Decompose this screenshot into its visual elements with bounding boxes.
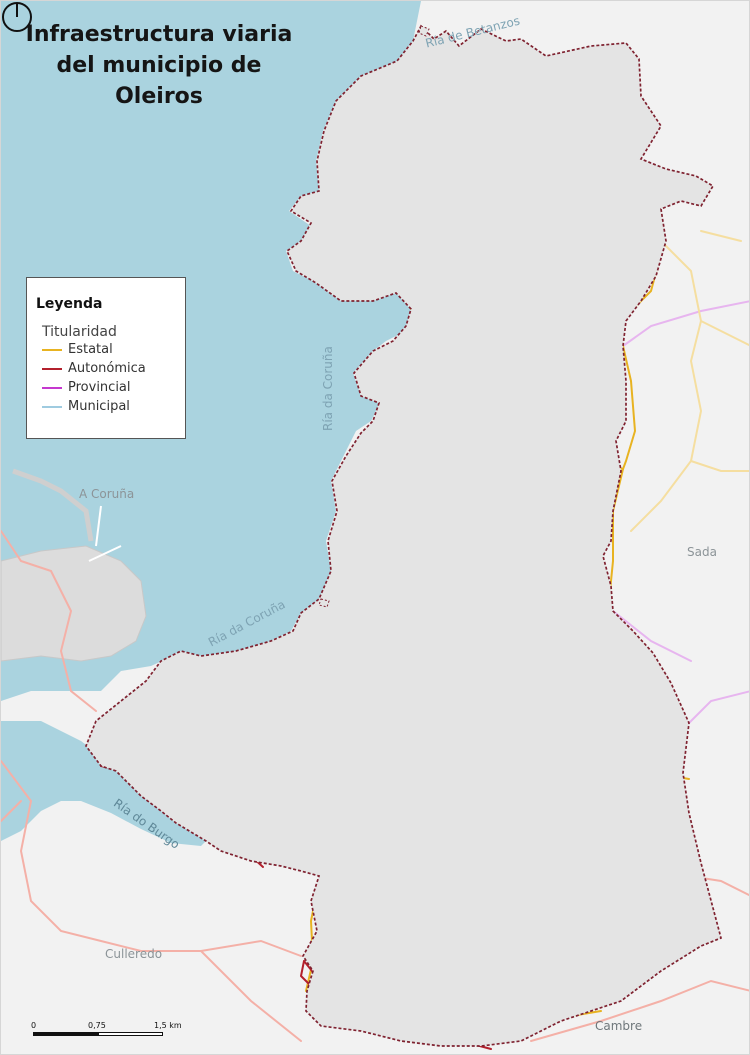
- legend-label-autonomica: Autonómica: [68, 361, 146, 376]
- port-breakwater-2: [88, 505, 122, 562]
- legend-title: Leyenda: [36, 296, 103, 312]
- place-culleredo: Culleredo: [105, 947, 163, 961]
- title-line-1: Infraestructura viaria: [25, 22, 293, 47]
- legend-swatch-provincial: [42, 386, 62, 389]
- scale-bar: 0 0,75 1,5 km: [31, 1021, 201, 1045]
- place-a-coruna: A Coruña: [79, 487, 135, 501]
- north-arrow-icon: [2, 2, 32, 32]
- scale-tick-2: 1,5 km: [154, 1021, 182, 1030]
- scale-segment-white: [98, 1032, 163, 1036]
- port-area: [1, 545, 147, 662]
- place-sada: Sada: [687, 545, 717, 559]
- title-line-2: del municipio de: [56, 53, 262, 78]
- scale-segment-black: [33, 1032, 98, 1036]
- legend-swatch-autonomica: [42, 367, 62, 370]
- legend-label-municipal: Municipal: [68, 399, 130, 414]
- map-title: Infraestructura viaria del municipio de …: [13, 19, 305, 112]
- legend-swatch-estatal: [42, 348, 62, 351]
- legend-label-provincial: Provincial: [68, 380, 131, 395]
- legend-swatch-municipal: [42, 405, 62, 408]
- legend-item-provincial: Provincial: [42, 378, 185, 397]
- sea-area: [1, 1, 421, 701]
- legend-item-municipal: Municipal: [42, 397, 185, 416]
- label-ria-coruna-1: Ría da Coruña: [321, 346, 335, 431]
- title-line-3: Oleiros: [115, 84, 203, 109]
- islets: [318, 25, 430, 608]
- scale-tick-1: 0,75: [88, 1021, 106, 1030]
- legend-item-estatal: Estatal: [42, 340, 185, 359]
- legend-label-estatal: Estatal: [68, 342, 113, 357]
- legend: Leyenda Titularidad Estatal Autonómica P…: [26, 277, 186, 439]
- port-breakwater: [12, 468, 94, 542]
- ria-burgo-water: [1, 721, 216, 846]
- legend-item-autonomica: Autonómica: [42, 359, 185, 378]
- place-cambre: Cambre: [595, 1019, 643, 1033]
- outside-roads: [1, 230, 749, 1042]
- scale-tick-0: 0: [31, 1021, 37, 1030]
- legend-subtitle: Titularidad: [42, 324, 117, 340]
